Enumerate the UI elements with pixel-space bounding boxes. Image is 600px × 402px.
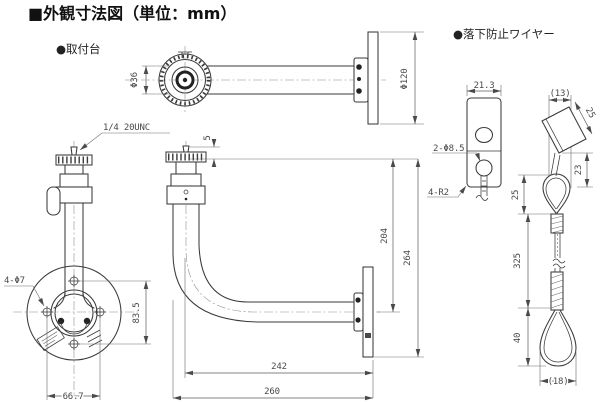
bracket-wire-stub: [480, 176, 488, 196]
d5-label: 5: [203, 135, 213, 140]
block-dot: [184, 197, 188, 201]
d242-label: 242: [271, 362, 287, 372]
knob-knurl-ring: [159, 54, 211, 106]
knurled-wheel: [55, 154, 93, 166]
flange-holes-leader: [4, 285, 45, 307]
knob-neck-side: [175, 161, 197, 175]
bottom-loop-outer: [539, 309, 577, 367]
mount-section-label: ●取付台: [56, 42, 101, 56]
screw-thread-leader: [79, 132, 170, 151]
wire-middle: [554, 233, 561, 258]
knurled-wheel-side: [165, 151, 207, 163]
phi120-label: Φ120: [400, 69, 410, 90]
knob-outer-circle: [158, 53, 212, 107]
lower-crimp-sleeve: [550, 271, 564, 311]
knob-neck: [64, 164, 84, 175]
phi36-label: Φ36: [130, 72, 140, 88]
boss-bolt-lower: [355, 317, 361, 323]
knob-hub-circle: [171, 66, 199, 94]
boss-bolt-top: [356, 64, 362, 70]
pitch-x-extension-lines: [46, 318, 101, 400]
top-loop-outer: [542, 173, 571, 214]
d260-label: 260: [264, 387, 280, 397]
boss-bolt-upper: [355, 297, 361, 303]
flange-hole-top: [68, 275, 80, 287]
w18-label: (18): [548, 377, 569, 387]
mount-arm-side-view: 5 204 264 242 260: [165, 135, 424, 401]
screw-tip-side: [182, 145, 190, 153]
s25-dim-line: [574, 101, 593, 135]
plate-notch: [365, 333, 371, 338]
screw-tip: [70, 146, 78, 156]
boss-center-dot: [357, 77, 361, 81]
bracket-radius-label: 4-R2: [428, 188, 449, 198]
mount-plate-edge: [367, 31, 379, 125]
arm-boss: [353, 57, 369, 103]
wall-plate-side: [362, 266, 374, 358]
lower-crimp-hatch: [550, 273, 564, 309]
bracket-hole-upper: [474, 126, 494, 144]
wire-bracket-front-view: 21.3 2-Φ8.5 4-R2: [427, 81, 502, 201]
flange-inner-arc: [60, 320, 88, 335]
d204-label: 204: [380, 228, 390, 244]
block-screw-hole: [183, 189, 189, 195]
column: [64, 202, 84, 297]
flange-ring-inner: [54, 293, 94, 333]
bracket-holes-label: 2-Φ8.5: [433, 144, 464, 154]
arm-centerline: [185, 141, 380, 313]
mount-front-view: 1/4 20UNC 4-Φ7 83.: [4, 123, 170, 402]
bracket-radius-leader: [427, 185, 467, 198]
s25-label: 25: [583, 106, 597, 120]
ref-lines: [188, 146, 418, 160]
screw-thread-label: 1/4 20UNC: [103, 123, 150, 133]
w213-label: 21.3: [474, 81, 495, 91]
d264-label: 264: [403, 250, 413, 266]
t13-label: (13): [550, 89, 571, 99]
main-block: [55, 186, 93, 204]
bracket-holes-leader: [432, 152, 481, 162]
main-block-side: [166, 185, 206, 205]
wire-break-symbol: [475, 195, 489, 201]
mount-plate-side-view: Φ120: [353, 31, 424, 125]
flange-holes-label: 4-Φ7: [4, 276, 25, 286]
flange-hole-bottom: [68, 338, 80, 350]
wire-resume: [554, 268, 561, 272]
tilted-bracket-tab: [541, 106, 587, 154]
wire-section-label: ●落下防止ワイヤー: [453, 27, 555, 41]
wire-side-view: (13) 25 23 25 325: [511, 88, 597, 389]
upper-block: [59, 173, 89, 188]
d260-extension-lines: [172, 300, 374, 398]
top-loop-inner: [545, 177, 567, 210]
d242-extension-lines: [184, 258, 374, 378]
pitch-y-extension-lines: [80, 280, 151, 345]
wire-length-break: [552, 258, 566, 269]
loop40-label: 40: [513, 333, 523, 343]
arm-inner-edge: [198, 203, 355, 303]
pitch-y-label: 83.5: [132, 303, 142, 324]
knob-center-dot: [182, 77, 188, 83]
flange-hole-right: [94, 306, 106, 318]
knob-inner-circle: [163, 58, 207, 102]
loop25-label: 25: [511, 190, 521, 200]
clamp-lever: [46, 186, 61, 216]
mount-top-view: Φ36: [125, 46, 386, 112]
bottom-loop-inner: [543, 311, 573, 363]
upper-crimp-hatch: [550, 215, 564, 234]
len325-label: 325: [513, 253, 523, 269]
flange-sticker: [36, 326, 65, 351]
arm-outer-edge: [172, 203, 355, 323]
arm-tube-top: [206, 65, 355, 95]
flange-hole-left: [41, 306, 53, 318]
boss-bolt-bottom: [356, 88, 362, 94]
v23-label: 23: [574, 165, 584, 175]
wire-tab-link: [550, 152, 561, 177]
bracket-hole-lower: [475, 159, 493, 177]
tab-thickness-line: [545, 118, 564, 152]
page-title: ■外観寸法図（単位：mm）: [28, 4, 236, 23]
pitch-x-label: 66.7: [63, 392, 84, 402]
flange-circle: [26, 265, 122, 361]
